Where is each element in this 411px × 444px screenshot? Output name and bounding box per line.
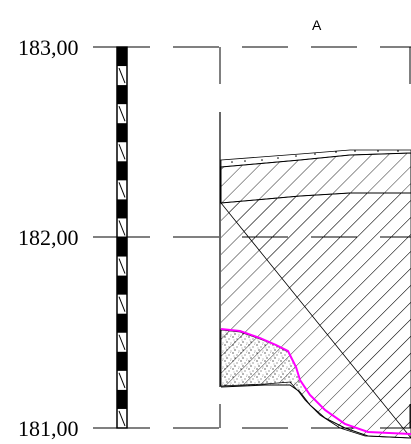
stratum-topsoil-dots [231, 150, 399, 163]
ruler-segment-dark [117, 85, 127, 105]
ruler-segment-dark [117, 47, 127, 67]
ruler-segment-light [118, 410, 126, 427]
ruler-segment-dark [117, 275, 127, 295]
ruler-segment-light [118, 372, 126, 389]
ruler-segment-light [118, 182, 126, 198]
ruler-segment-dark [117, 351, 127, 371]
ruler-segment-light [118, 105, 126, 122]
ruler-segment-dark [117, 237, 127, 257]
ruler-segment-light [118, 334, 126, 350]
ruler-segment-dark [117, 313, 127, 333]
groundwater-boundary-line [220, 328, 411, 435]
section-label: A [312, 17, 322, 33]
ruler-segment-dark [117, 123, 127, 143]
elevation-label-183: 183,00 [18, 35, 79, 60]
ruler-segment-dark [117, 161, 127, 181]
ruler-segment-light [118, 144, 126, 160]
elevation-label-182: 182,00 [18, 225, 79, 250]
elevation-label-181: 181,00 [18, 416, 79, 441]
ruler-segment-light [118, 220, 126, 236]
stratum-sand-bottom-edge [220, 384, 411, 439]
ruler-segment-dark [117, 199, 127, 219]
ruler-segment-light [118, 296, 126, 312]
ruler-segment-light [118, 67, 126, 84]
stratum-clay-main [221, 193, 411, 434]
ruler-segment-dark [117, 389, 127, 409]
ruler-segment-light [118, 258, 126, 274]
stratum-sand [221, 330, 305, 392]
